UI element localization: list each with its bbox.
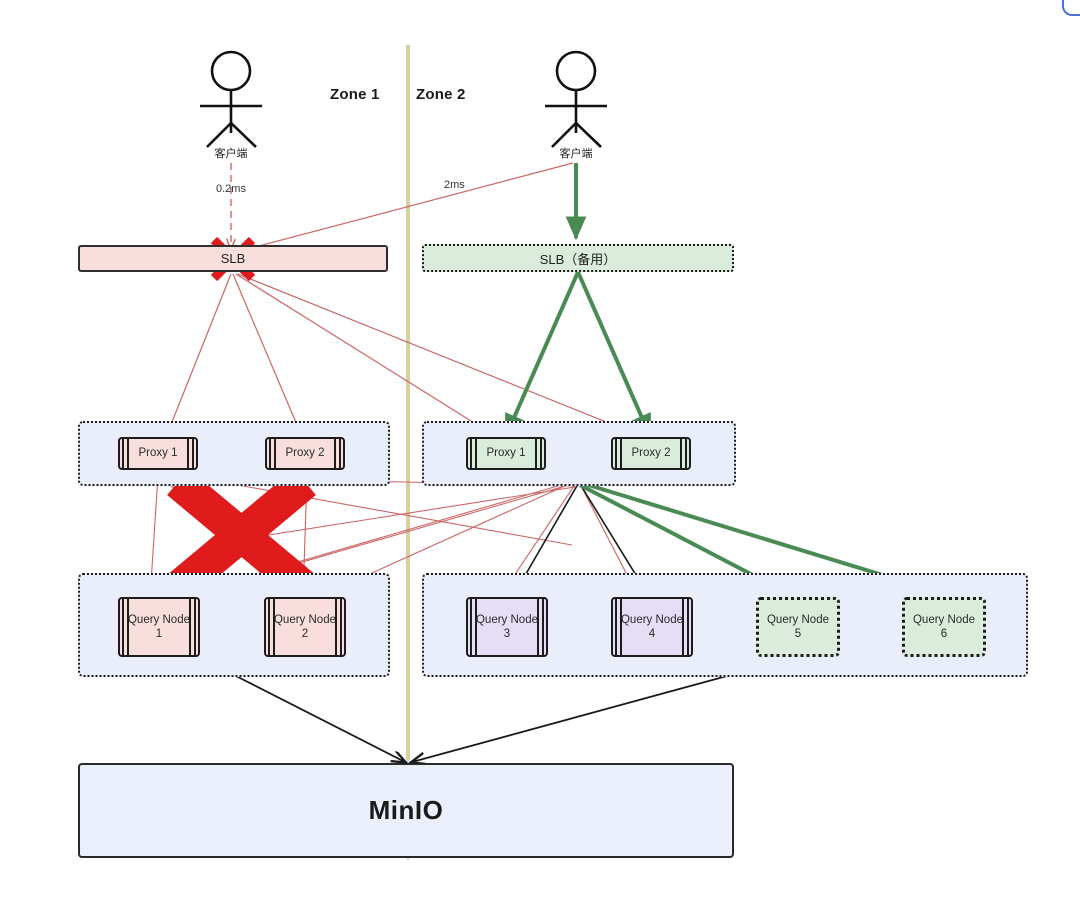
minio-label: MinIO: [368, 795, 444, 825]
actor-label-client-zone2: 客户端: [559, 148, 593, 160]
slb-primary[interactable]: SLB: [78, 245, 388, 272]
failure-mark-zone1: [167, 468, 316, 602]
query-node-1-label: Query Node 1: [127, 613, 190, 640]
query-node-3-label: Query Node 3: [475, 613, 538, 640]
query-node-3[interactable]: Query Node 3: [466, 597, 548, 657]
proxy-1-zone1-label: Proxy 1: [138, 447, 178, 460]
edge-zone2-minio: [412, 675, 728, 762]
edge-client2-slb-primary: [236, 162, 574, 252]
zone-label-2: Zone 2: [416, 86, 466, 103]
query-node-2-label: Query Node 2: [273, 613, 336, 640]
minio-storage[interactable]: MinIO: [78, 763, 734, 858]
slb-primary-label: SLB: [220, 251, 246, 266]
query-node-4[interactable]: Query Node 4: [611, 597, 693, 657]
proxy-1-zone1[interactable]: Proxy 1: [118, 437, 198, 470]
actor-client-zone1-figure: [200, 50, 262, 148]
query-node-2[interactable]: Query Node 2: [264, 597, 346, 657]
proxy-1-zone2[interactable]: Proxy 1: [466, 437, 546, 470]
edge-slb-proxy2-z2: [237, 273, 641, 436]
slb-backup[interactable]: SLB（备用）: [422, 244, 734, 272]
proxy-1-zone2-label: Proxy 1: [486, 447, 526, 460]
zone-label-1: Zone 1: [330, 86, 380, 103]
proxy-2-zone1-label: Proxy 2: [285, 447, 325, 460]
query-node-6-label: Query Node 6: [912, 613, 975, 640]
query-node-5[interactable]: Query Node 5: [756, 597, 840, 657]
actor-client-zone2-figure: [545, 50, 607, 148]
actor-label-client-zone1: 客户端: [214, 148, 248, 160]
latency-label-local: 0.2ms: [216, 183, 246, 195]
proxy-2-zone2[interactable]: Proxy 2: [611, 437, 691, 470]
edge-slbbackup-proxy1: [504, 271, 580, 439]
query-node-1[interactable]: Query Node 1: [118, 597, 200, 657]
proxy-2-zone1[interactable]: Proxy 2: [265, 437, 345, 470]
slb-backup-label: SLB（备用）: [539, 251, 617, 267]
edge-slb-proxy1-z1: [168, 273, 232, 432]
latency-label-cross-zone: 2ms: [444, 179, 465, 191]
edge-slb-proxy2-z1: [232, 273, 300, 432]
edge-slbbackup-proxy2: [576, 271, 652, 439]
query-node-5-label: Query Node 5: [766, 613, 829, 640]
query-node-6[interactable]: Query Node 6: [902, 597, 986, 657]
edge-zone1-minio: [235, 675, 405, 762]
query-node-4-label: Query Node 4: [620, 613, 683, 640]
proxy-2-zone2-label: Proxy 2: [631, 447, 671, 460]
edge-slb-proxy1-z2: [235, 273, 495, 436]
corner-panel-fragment[interactable]: [1062, 0, 1080, 16]
